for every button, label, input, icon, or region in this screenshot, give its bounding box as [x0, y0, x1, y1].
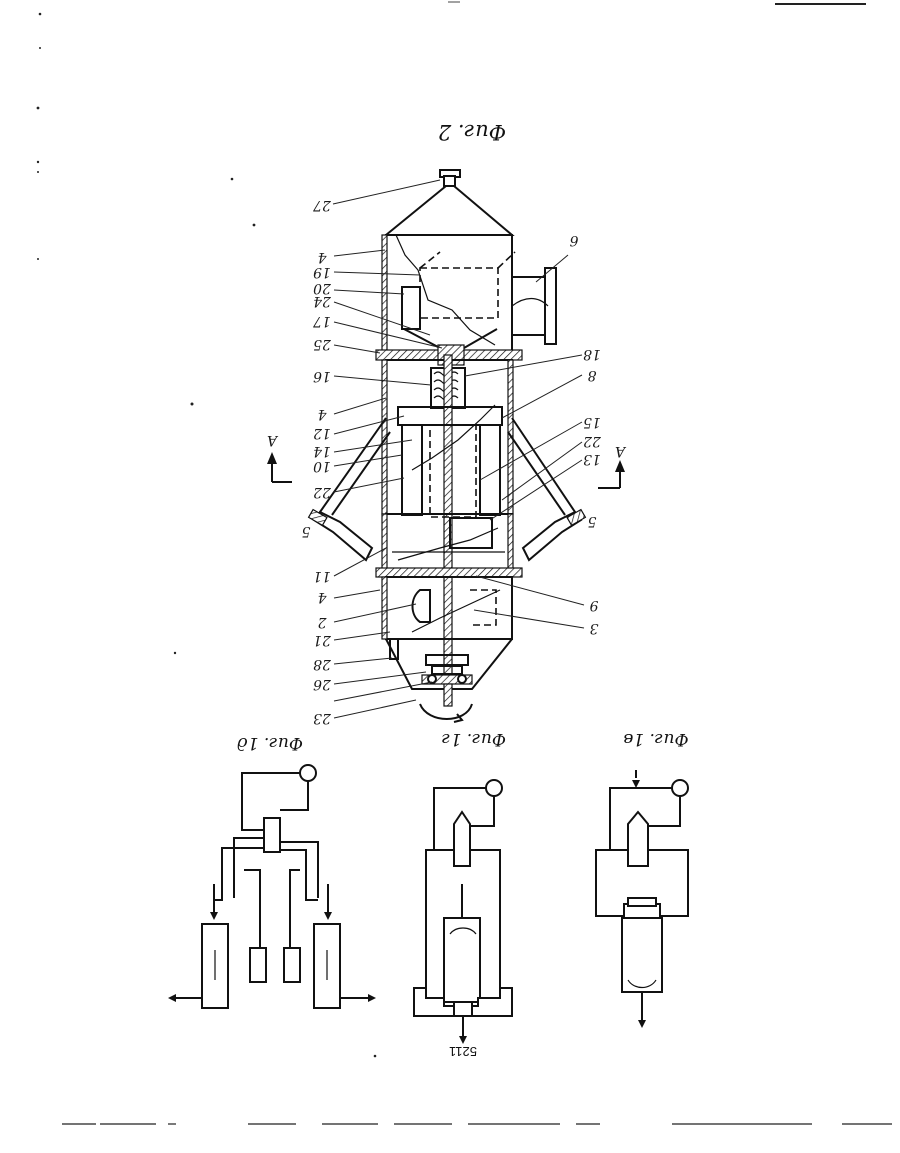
svg-text:4: 4 — [318, 589, 328, 605]
svg-text:13: 13 — [583, 451, 601, 467]
fig2-caption: Фиг. 2 — [438, 120, 506, 144]
svg-text:8: 8 — [587, 367, 596, 383]
svg-text:23: 23 — [313, 710, 332, 726]
doc-number: 5211 — [449, 1044, 477, 1059]
section-label-left: A — [267, 432, 279, 448]
svg-text:28: 28 — [313, 656, 332, 672]
scheme-fig1v: Фиг. 1в — [596, 729, 689, 1028]
svg-text:25: 25 — [313, 336, 332, 352]
section-arrow-left: A — [267, 432, 292, 482]
svg-text:27: 27 — [313, 197, 332, 213]
svg-text:10: 10 — [313, 458, 331, 474]
svg-text:19: 19 — [313, 264, 331, 280]
svg-text:24: 24 — [313, 293, 332, 309]
svg-text:21: 21 — [313, 632, 332, 648]
main-apparatus-drawing: Фиг. 2 — [267, 120, 627, 726]
svg-text:5: 5 — [587, 513, 596, 529]
svg-text:22: 22 — [313, 484, 332, 500]
svg-text:2: 2 — [317, 614, 327, 630]
section-label-right: A — [615, 443, 627, 459]
svg-text:15: 15 — [583, 414, 601, 430]
svg-text:4: 4 — [318, 249, 328, 265]
svg-text:6: 6 — [569, 232, 578, 248]
scheme-fig1g: Фиг. 1г 5211 — [414, 729, 512, 1059]
fig1g-caption: Фиг. 1г — [442, 729, 506, 749]
svg-text:11: 11 — [313, 568, 331, 584]
svg-text:5: 5 — [301, 523, 310, 539]
section-arrow-right: A — [598, 443, 627, 488]
svg-text:12: 12 — [313, 425, 331, 441]
svg-text:22: 22 — [583, 433, 602, 449]
fig1d-caption: Фиг. 1д — [237, 733, 303, 753]
svg-text:14: 14 — [313, 443, 331, 459]
svg-text:9: 9 — [589, 597, 598, 613]
scheme-fig1d: Фиг. 1д — [168, 733, 376, 1008]
svg-text:16: 16 — [313, 368, 331, 384]
fig1v-caption: Фиг. 1в — [623, 729, 688, 749]
svg-text:17: 17 — [313, 313, 331, 329]
svg-text:4: 4 — [318, 406, 328, 422]
svg-text:3: 3 — [589, 620, 598, 636]
svg-text:26: 26 — [313, 676, 332, 692]
svg-text:18: 18 — [583, 346, 601, 362]
